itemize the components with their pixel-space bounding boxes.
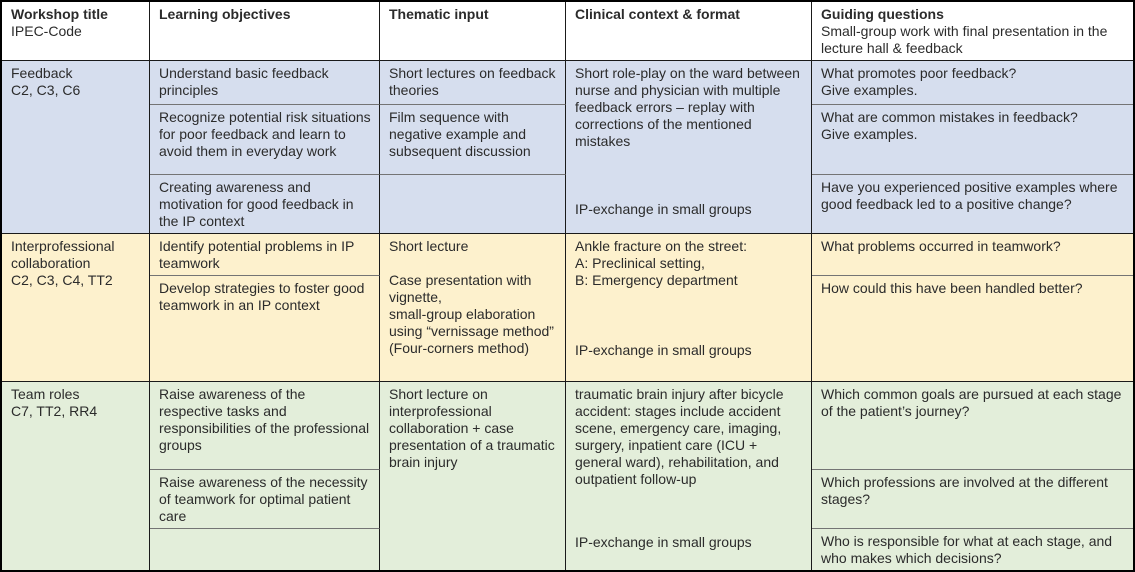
cell-objective: Identify potential problems in IP teamwo… [150,234,380,276]
row-feedback-3: Creating awareness and motivation for go… [2,175,1133,234]
row-collaboration-2: Develop strategies to foster good teamwo… [2,276,1133,382]
cell-guiding-question: What problems occurred in teamwork? [812,234,1133,276]
cell-objective: Raise awareness of the necessity of team… [150,470,380,529]
cell-thematic: Short lecture Case presentation with vig… [380,234,566,382]
cell-guiding-question: Which common goals are pursued at each s… [812,382,1133,470]
cell-clinical-context: traumatic brain injury after bicycle acc… [566,382,812,570]
cell-thematic-empty [380,175,566,234]
ipec-code: C2, C3, C6 [11,82,81,98]
cell-objective: Creating awareness and motivation for go… [150,175,380,234]
header-row: Workshop title IPEC-Code Learning object… [2,2,1133,61]
cell-guiding-question: Who is responsible for what at each stag… [812,529,1133,570]
cell-objective: Recognize potential risk situations for … [150,105,380,175]
ip-exchange-note: IP-exchange in small groups [575,534,752,550]
workshop-title: Feedback [11,65,73,81]
header-thematic-input: Thematic input [380,2,566,61]
workshop-title: Interprofessional collaboration [11,238,115,271]
header-learning-objectives: Learning objectives [150,2,380,61]
ip-exchange-note: IP-exchange in small groups [575,342,752,358]
header-ipec-code-label: IPEC-Code [11,23,82,39]
cell-workshop-title-collaboration: Interprofessional collaboration C2, C3, … [2,234,150,382]
ipec-code: C2, C3, C4, TT2 [11,272,113,288]
cell-workshop-title-feedback: Feedback C2, C3, C6 [2,61,150,234]
row-collaboration-1: Interprofessional collaboration C2, C3, … [2,234,1133,382]
row-teamroles-1: Team roles C7, TT2, RR4 Raise awareness … [2,382,1133,570]
cell-clinical-context: Short role-play on the ward between nurs… [566,61,812,234]
header-workshop-title-label: Workshop title [11,6,108,22]
cell-guiding-question: Have you experienced positive examples w… [812,175,1133,234]
header-clinical-context: Clinical context & format [566,2,812,61]
cell-guiding-question: What promotes poor feedback? Give exampl… [812,61,1133,105]
cell-objective: Understand basic feedback principles [150,61,380,105]
header-guiding-questions: Guiding questions Small-group work with … [812,2,1133,61]
row-teamroles-2: Raise awareness of the necessity of team… [2,470,1133,529]
row-feedback-1: Feedback C2, C3, C6 Understand basic fee… [2,61,1133,234]
cell-thematic: Short lectures on feedback theories [380,61,566,105]
row-feedback-2: Recognize potential risk situations for … [2,105,1133,175]
cell-objective-empty [150,529,380,570]
cell-thematic: Film sequence with negative example and … [380,105,566,175]
cell-clinical-context: Ankle fracture on the street: A: Preclin… [566,234,812,382]
cell-guiding-question: Which professions are involved at the di… [812,470,1133,529]
cell-workshop-title-teamroles: Team roles C7, TT2, RR4 [2,382,150,570]
header-guiding-questions-sub: Small-group work with final presentation… [821,23,1108,56]
ipec-code: C7, TT2, RR4 [11,403,98,419]
header-workshop-title: Workshop title IPEC-Code [2,2,150,61]
cell-guiding-question: What are common mistakes in feedback? Gi… [812,105,1133,175]
cell-guiding-question: How could this have been handled better? [812,276,1133,382]
workshop-title: Team roles [11,386,80,402]
cell-objective: Develop strategies to foster good teamwo… [150,276,380,382]
ip-exchange-note: IP-exchange in small groups [575,201,752,217]
cell-thematic: Short lecture on interprofessional colla… [380,382,566,570]
cell-objective: Raise awareness of the respective tasks … [150,382,380,470]
